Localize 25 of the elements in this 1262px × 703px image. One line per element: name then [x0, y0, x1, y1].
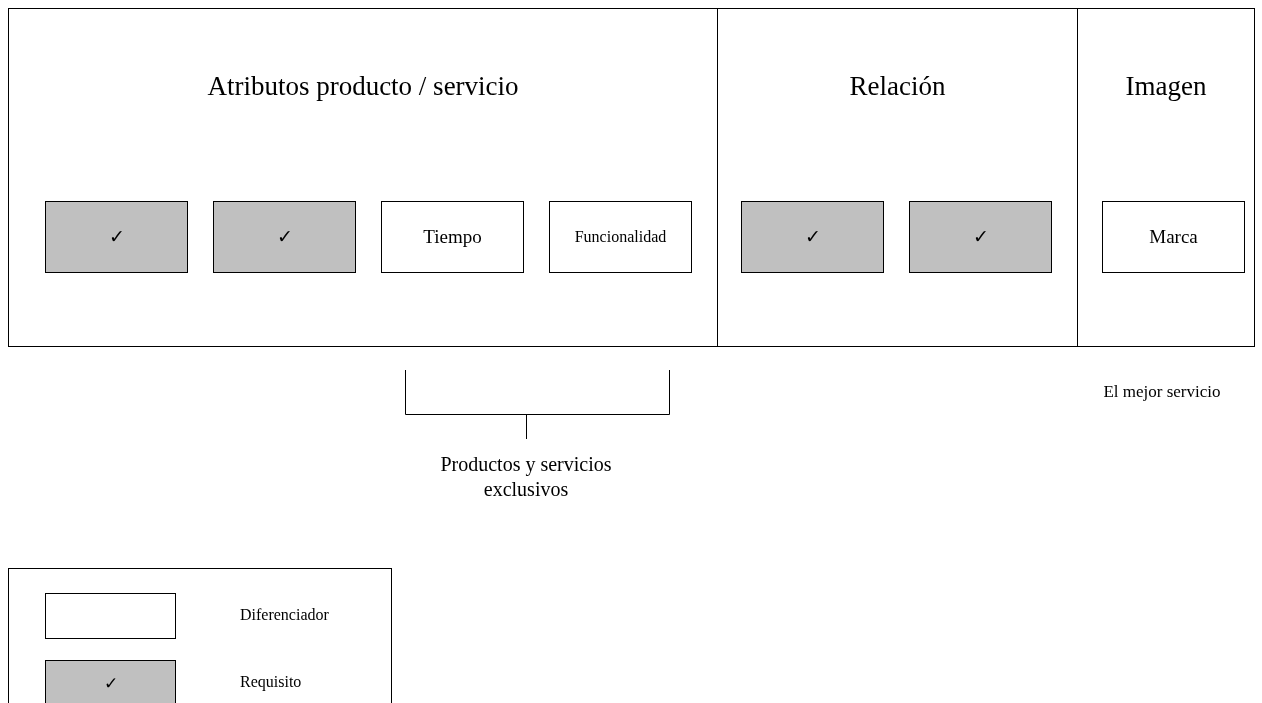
note-text: El mejor servicio	[1102, 381, 1222, 403]
check-mark: ✓	[972, 224, 989, 249]
panel-heading: Relación	[848, 71, 947, 102]
requirement-box	[45, 201, 188, 273]
check-mark: ✓	[804, 224, 821, 249]
requirement-box	[741, 201, 884, 273]
legend-label: Requisito	[240, 673, 302, 691]
differentiator-box	[381, 201, 524, 273]
differentiator-box	[549, 201, 692, 273]
check-mark: ✓	[103, 672, 118, 694]
category-panel	[1077, 8, 1255, 347]
requirement-box	[213, 201, 356, 273]
category-panel	[8, 8, 718, 347]
differentiator-box	[1102, 201, 1245, 273]
box-label: Tiempo	[423, 224, 482, 249]
check-mark: ✓	[276, 224, 293, 249]
note-text: Productos y servicios exclusivos	[439, 452, 613, 502]
panel-heading: Imagen	[1124, 71, 1208, 102]
check-mark: ✓	[108, 224, 125, 249]
box-label: Marca	[1149, 224, 1198, 249]
requirement-box	[909, 201, 1052, 273]
panel-heading: Atributos producto / servicio	[206, 71, 520, 102]
category-panel	[717, 8, 1078, 347]
legend-label: Diferenciador	[240, 606, 329, 624]
box-label: Funcionalidad	[573, 226, 668, 247]
